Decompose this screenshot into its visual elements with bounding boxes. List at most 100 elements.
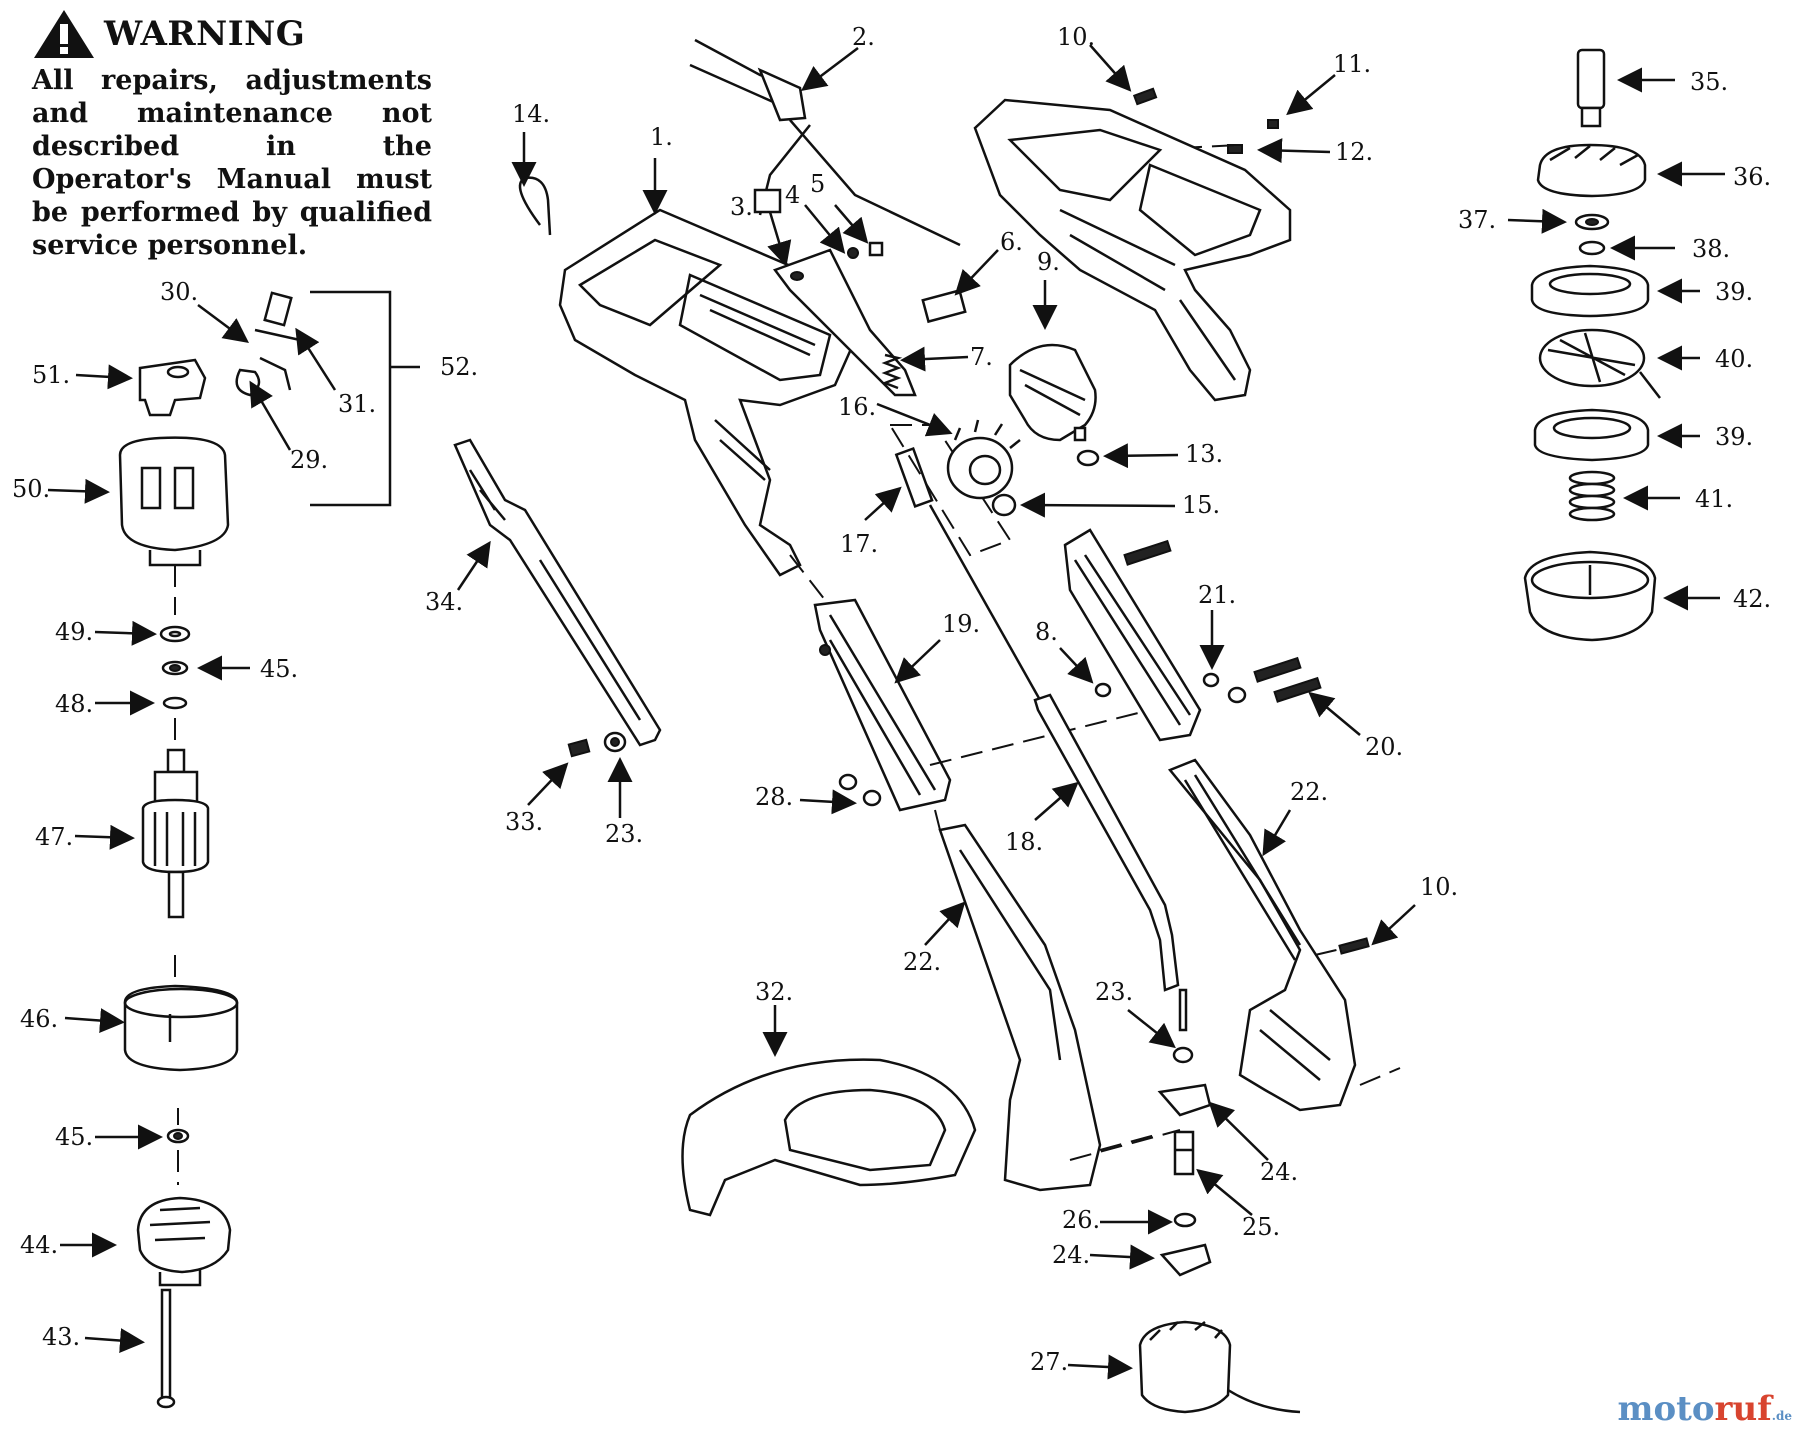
label-33: 33. — [505, 808, 543, 836]
label-23-lower: 23. — [1095, 978, 1133, 1006]
label-2: 2. — [852, 23, 875, 51]
part-33-screw — [567, 738, 591, 758]
label-39-lower: 39. — [1715, 423, 1753, 451]
label-39-upper: 39. — [1715, 278, 1753, 306]
part-39-lower-ring — [1533, 408, 1650, 462]
part-36-fan — [1536, 143, 1647, 198]
part-20-21-clamp-right — [1063, 528, 1322, 742]
part-47-armature — [141, 748, 210, 919]
label-24-lower: 24. — [1052, 1241, 1090, 1269]
part-7-spring — [881, 353, 903, 390]
leader-arrows — [47, 44, 1725, 1380]
part-32-guard — [681, 1058, 977, 1217]
part-10-11-12-screws-top — [1132, 87, 1279, 154]
part-23-nut-upper — [603, 731, 627, 753]
part-number-labels: 1. 2. 3. 4 5 6. 7. 8. 9. 10. 10. 11. 12.… — [12, 23, 1771, 1376]
label-32: 32. — [755, 978, 793, 1006]
label-8: 8. — [1035, 618, 1058, 646]
part-28-nuts — [838, 773, 882, 807]
part-14-clip — [518, 176, 552, 236]
part-34-support-rail — [453, 438, 662, 747]
label-1: 1. — [650, 123, 673, 151]
part-right-handle — [973, 98, 1292, 402]
label-47: 47. — [35, 823, 73, 851]
part-52-bracket — [310, 290, 420, 507]
warning-title: WARNING — [104, 14, 306, 54]
label-24-upper: 24. — [1260, 1158, 1298, 1186]
warning-text: All repairs, adjustments and maintenance… — [32, 65, 432, 261]
label-10-bottom: 10. — [1420, 873, 1458, 901]
part-38-clip — [1578, 240, 1606, 256]
label-15: 15. — [1182, 491, 1220, 519]
part-42-spool-housing — [1523, 550, 1657, 642]
part-35-bolt — [1576, 48, 1606, 128]
part-15-pinion — [991, 493, 1017, 517]
part-39-upper-ring — [1530, 264, 1650, 318]
warning-box: WARNING All repairs, adjustments and mai… — [32, 8, 432, 262]
label-9: 9. — [1037, 248, 1060, 276]
label-6: 6. — [1000, 228, 1023, 256]
part-27-fan-hub — [1138, 1320, 1301, 1414]
part-2-cord-switch — [689, 38, 961, 247]
watermark: motoruf.de — [1617, 1389, 1792, 1429]
label-36: 36. — [1733, 163, 1771, 191]
label-31: 31. — [338, 390, 376, 418]
label-41: 41. — [1695, 485, 1733, 513]
warning-title-row: WARNING — [32, 8, 432, 60]
label-52: 52. — [440, 353, 478, 381]
part-24-upper-washer — [1157, 1083, 1212, 1117]
label-51: 51. — [32, 361, 70, 389]
label-30: 30. — [160, 278, 198, 306]
label-43: 43. — [42, 1323, 80, 1351]
label-44: 44. — [20, 1231, 58, 1259]
part-22-lower-tube-left — [938, 823, 1102, 1192]
label-40: 40. — [1715, 345, 1753, 373]
part-13-washer — [1076, 449, 1100, 467]
part-50-motor-housing — [118, 436, 230, 567]
label-34: 34. — [425, 588, 463, 616]
label-18: 18. — [1005, 828, 1043, 856]
label-22-right: 22. — [1290, 778, 1328, 806]
washers-45-49 — [159, 625, 191, 710]
part-43-bolt — [156, 1288, 176, 1409]
label-50: 50. — [12, 475, 50, 503]
label-45-lower: 45. — [55, 1123, 93, 1151]
warning-triangle-icon — [34, 10, 94, 58]
part-16-gear — [946, 419, 1021, 500]
watermark-part-1: moto — [1617, 1389, 1715, 1429]
label-12: 12. — [1335, 138, 1373, 166]
label-14: 14. — [512, 100, 550, 128]
label-28: 28. — [755, 783, 793, 811]
part-22-lower-tube-right — [1167, 758, 1370, 1112]
part-6-switch-cap — [921, 288, 967, 324]
label-46: 46. — [20, 1005, 58, 1033]
part-17-18-drive-shaft — [894, 446, 1188, 1032]
part-25-spindle — [1173, 1130, 1195, 1176]
label-21: 21. — [1198, 581, 1236, 609]
part-26-washer — [1173, 1212, 1197, 1228]
label-20: 20. — [1365, 733, 1403, 761]
label-17: 17. — [840, 530, 878, 558]
label-35: 35. — [1690, 68, 1728, 96]
label-4: 4 — [785, 181, 800, 209]
part-46-magnet-ring — [123, 984, 239, 1072]
part-29-31-brush-parts — [235, 291, 301, 397]
part-24-lower-washer — [1159, 1243, 1212, 1277]
part-44-end-bell — [136, 1196, 232, 1287]
part-19-tube-clamp — [813, 598, 952, 812]
part-45-washer-lower — [166, 1128, 190, 1144]
label-3: 3. — [730, 193, 753, 221]
part-40-spool — [1538, 328, 1661, 399]
label-16: 16. — [838, 393, 876, 421]
label-49: 49. — [55, 618, 93, 646]
label-23-upper: 23. — [605, 820, 643, 848]
label-7: 7. — [970, 343, 993, 371]
label-19: 19. — [942, 610, 980, 638]
part-51-brush-cover — [138, 358, 207, 417]
part-9-motor — [1008, 343, 1097, 442]
label-42: 42. — [1733, 585, 1771, 613]
label-11: 11. — [1333, 50, 1371, 78]
label-45-upper: 45. — [260, 655, 298, 683]
label-48: 48. — [55, 690, 93, 718]
